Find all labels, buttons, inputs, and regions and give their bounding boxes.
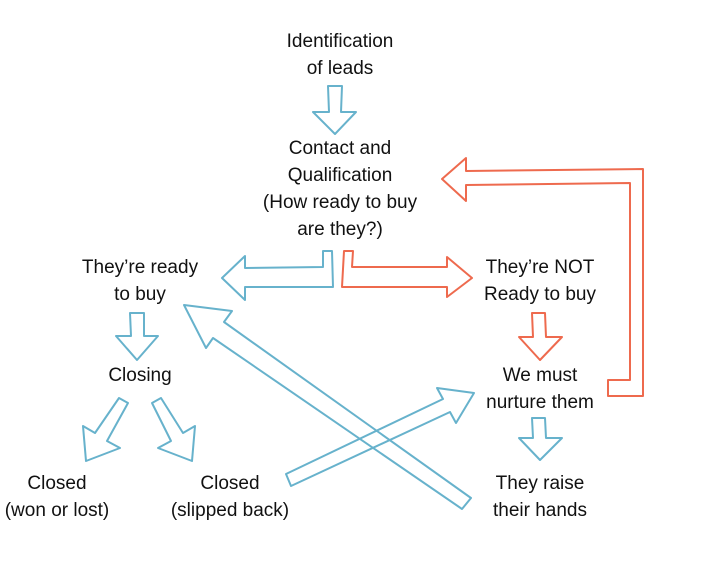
- node-identification-line-1: Identification: [286, 31, 394, 52]
- node-identification-line-2: of leads: [306, 58, 374, 79]
- arrow-closing-to-closed-slipped: [151, 397, 196, 462]
- arrow-ready-to-closing: [115, 312, 159, 361]
- node-they-raise-their-hands: They raise their hands: [460, 470, 620, 524]
- arrow-nurture-to-raise-hands: [518, 417, 563, 461]
- node-closed-won-line-1: Closed: [27, 473, 87, 494]
- node-contact-line-3: (How ready to buy: [262, 192, 418, 213]
- node-not-ready-line-2: Ready to buy: [484, 284, 596, 305]
- node-closed-slipped-back: Closed (slipped back): [155, 470, 305, 524]
- arrow-contact-to-ready: [221, 250, 334, 301]
- node-closed-won-line-2: (won or lost): [4, 500, 110, 521]
- arrow-identification-to-contact: [312, 85, 357, 135]
- arrow-slipped-back-to-nurture: [285, 387, 475, 487]
- node-ready-to-buy: They’re ready to buy: [55, 254, 225, 308]
- arrow-not-ready-to-nurture: [518, 312, 563, 361]
- node-closed-won-or-lost: Closed (won or lost): [0, 470, 122, 524]
- arrow-closing-to-closed-won: [82, 397, 129, 462]
- node-contact-line-4: are they?): [297, 219, 383, 240]
- node-not-ready-line-1: They’re NOT: [485, 257, 595, 278]
- node-contact-line-1: Contact and: [288, 138, 392, 159]
- node-contact-and-qualification: Contact and Qualification (How ready to …: [230, 135, 450, 243]
- node-raise-hands-line-1: They raise: [495, 473, 585, 494]
- arrow-nurture-to-contact-loop: [441, 157, 644, 397]
- node-closed-slipped-line-1: Closed: [200, 473, 260, 494]
- node-raise-hands-line-2: their hands: [492, 500, 587, 521]
- node-identification-of-leads: Identification of leads: [230, 28, 450, 82]
- node-we-must-nurture-them: We must nurture them: [460, 362, 620, 416]
- node-ready-line-1: They’re ready: [81, 257, 199, 278]
- node-nurture-line-2: nurture them: [486, 392, 594, 413]
- arrow-contact-to-not-ready: [341, 250, 473, 298]
- node-closing-line-1: Closing: [108, 365, 172, 386]
- node-closing: Closing: [70, 362, 210, 389]
- node-nurture-line-1: We must: [502, 365, 578, 386]
- node-contact-line-2: Qualification: [287, 165, 393, 186]
- node-closed-slipped-line-2: (slipped back): [170, 500, 290, 521]
- arrow-raise-hands-to-ready: [183, 304, 472, 510]
- node-not-ready-to-buy: They’re NOT Ready to buy: [455, 254, 625, 308]
- node-ready-line-2: to buy: [114, 284, 166, 305]
